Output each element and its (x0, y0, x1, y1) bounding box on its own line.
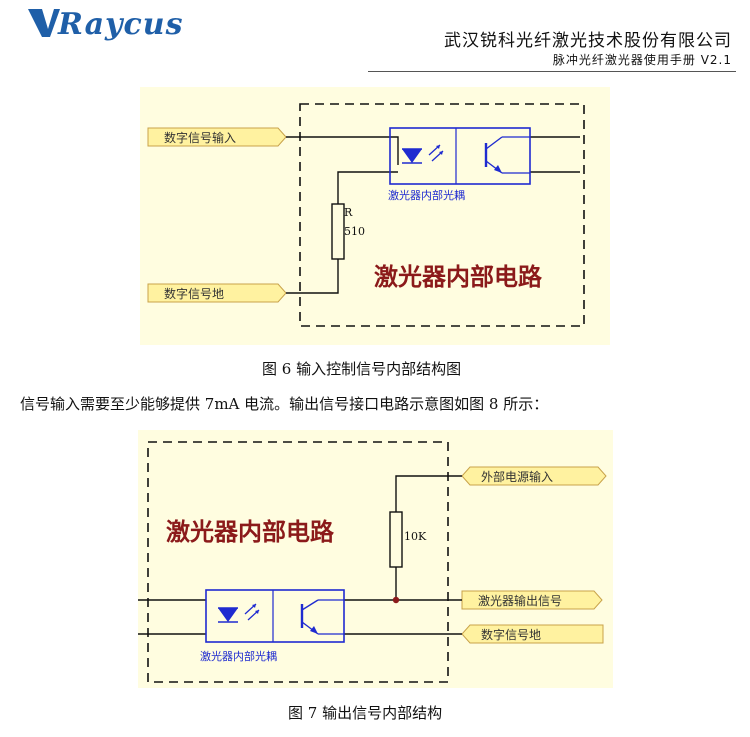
optocoupler (205, 589, 345, 643)
resistor-value: 10K (404, 530, 427, 543)
resistor-r (331, 203, 345, 260)
logo-mark (28, 9, 60, 37)
ground-label: 数字信号地 (164, 286, 224, 301)
internal-boundary (299, 103, 585, 327)
resistor-name: R (344, 206, 353, 219)
optocoupler (389, 127, 531, 185)
figure-7-caption: 图 7 输出信号内部结构 (288, 704, 443, 722)
laser-output-label: 激光器输出信号 (478, 593, 562, 608)
ground-tag (147, 283, 287, 303)
internal-circuit-title: 激光器内部电路 (166, 517, 335, 546)
internal-boundary (147, 441, 449, 683)
optocoupler-label: 激光器内部光耦 (200, 649, 277, 663)
manual-title: 脉冲光纤激光器使用手册 V2.1 (552, 53, 732, 67)
input-wire (286, 136, 399, 157)
raycus-logo: Raycus (28, 7, 183, 41)
figure-6-caption: 图 6 输入控制信号内部结构图 (262, 360, 462, 378)
company-name: 武汉锐科光纤激光技术股份有限公司 (444, 31, 732, 51)
header-divider (368, 71, 736, 72)
power-wire (395, 475, 462, 512)
figure-7-output-circuit: 外部电源输入 激光器输出信号 数字信号地 10K 激光器内部光耦 激光器内部电路 (138, 430, 613, 688)
logo-text: Raycus (57, 7, 183, 41)
input-signal-label: 数字信号输入 (164, 130, 236, 145)
resistor-10k (389, 511, 403, 568)
junction-node (392, 596, 400, 604)
body-paragraph: 信号输入需要至少能够提供 7mA 电流。输出信号接口电路示意图如图 8 所示： (20, 395, 549, 413)
optocoupler-label: 激光器内部光耦 (388, 188, 465, 202)
ground-tag (461, 624, 604, 644)
ground-label: 数字信号地 (481, 627, 541, 642)
external-power-label: 外部电源输入 (481, 469, 553, 484)
figure-6-input-circuit: 数字信号输入 数字信号地 R 510 激光器内部光耦 激光器内部电路 (140, 87, 610, 345)
laser-output-tag (461, 590, 603, 610)
internal-circuit-title: 激光器内部电路 (374, 262, 543, 291)
figure-6-background (140, 87, 610, 345)
input-signal-tag (147, 127, 287, 147)
resistor-value: 510 (344, 225, 365, 238)
